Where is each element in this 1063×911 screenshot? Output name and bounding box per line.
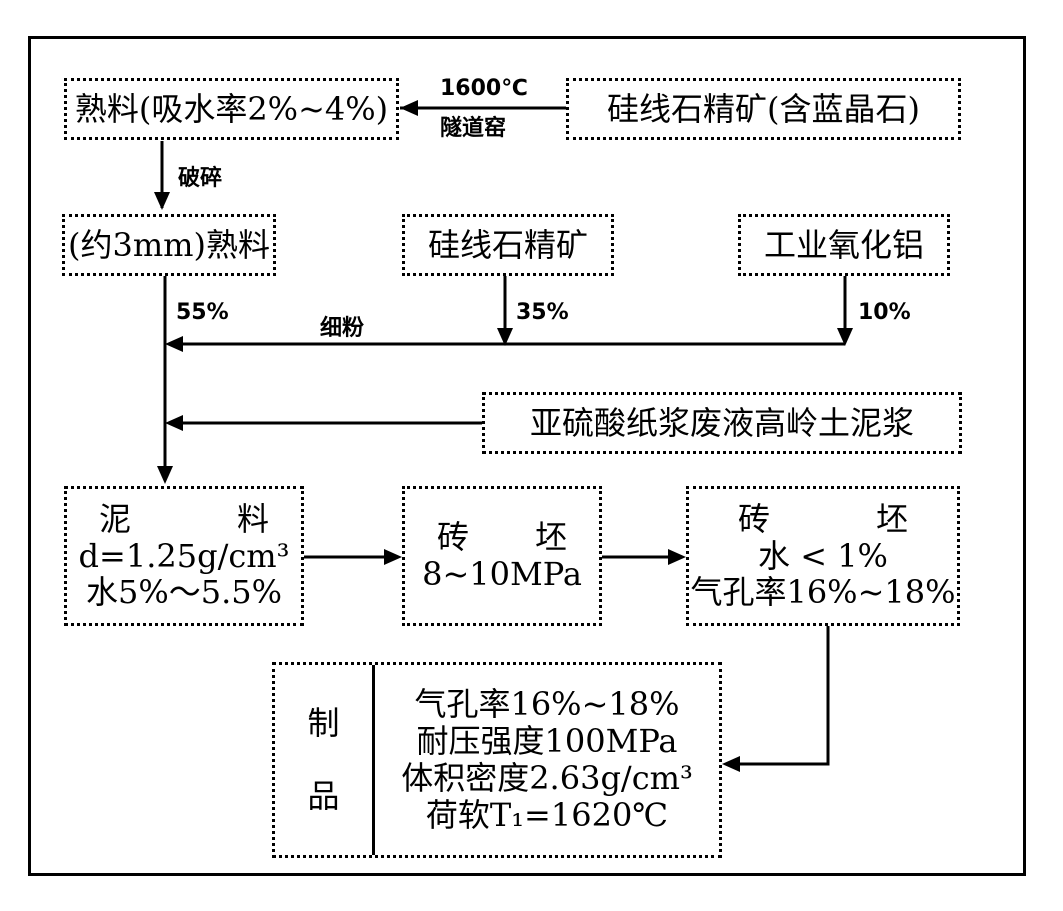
slurry-box: 亚硫酸纸浆废液高岭土泥浆 xyxy=(482,392,962,454)
crushed-clinker-text: (约3mm)熟料 xyxy=(67,225,271,264)
product-label-b: 品 xyxy=(307,777,340,816)
green-brick-title-a: 砖 xyxy=(437,518,470,557)
pct-sillimanite-label: 35% xyxy=(516,300,569,325)
product-softening: 荷软T₁=1620℃ xyxy=(425,795,669,834)
pct-clinker-label: 55% xyxy=(176,300,229,325)
product-label-cell: 制 品 xyxy=(275,665,375,855)
sillimanite-kyanite-box: 硅线石精矿(含蓝晶石) xyxy=(566,78,961,140)
clinker-text: 熟料(吸水率2%~4%) xyxy=(74,89,389,128)
dried-brick-title-a: 砖 xyxy=(738,499,771,538)
dried-brick-box: 砖 坯 水 < 1% 气孔率16%~18% xyxy=(686,486,960,626)
product-props: 气孔率16%~18% 耐压强度100MPa 体积密度2.63g/cm³ 荷软T₁… xyxy=(375,665,719,855)
arrowhead-main xyxy=(157,466,173,484)
mud-density: d=1.25g/cm³ xyxy=(78,536,290,575)
slurry-text: 亚硫酸纸浆废液高岭土泥浆 xyxy=(529,403,914,442)
arrowhead-kiln xyxy=(400,100,418,116)
arrowhead-green-dried xyxy=(668,549,686,565)
arrowhead-fine-powder xyxy=(165,336,183,352)
clinker-box: 熟料(吸水率2%~4%) xyxy=(64,78,399,140)
dried-brick-water: 水 < 1% xyxy=(758,536,888,575)
product-box: 制 品 气孔率16%~18% 耐压强度100MPa 体积密度2.63g/cm³ … xyxy=(272,662,722,858)
pct-alumina-label: 10% xyxy=(858,300,911,325)
product-label-a: 制 xyxy=(307,704,340,743)
sillimanite-box: 硅线石精矿 xyxy=(402,214,614,276)
arrowhead-product xyxy=(722,756,740,772)
green-brick-pressure: 8~10MPa xyxy=(422,555,582,593)
mud-title-a: 泥 xyxy=(99,499,132,538)
product-porosity: 气孔率16%~18% xyxy=(414,685,680,724)
green-brick-box: 砖 坯 8~10MPa xyxy=(402,486,602,626)
tunnel-kiln-label: 隧道窑 xyxy=(440,116,507,141)
green-brick-title: 砖 坯 xyxy=(437,519,567,556)
arrowhead-mud-green xyxy=(384,549,402,565)
mud-title: 泥 料 xyxy=(99,499,269,538)
arrowhead-crush xyxy=(154,192,170,210)
crush-label: 破碎 xyxy=(178,166,223,191)
mud-box: 泥 料 d=1.25g/cm³ 水5%～5.5% xyxy=(64,486,304,626)
arrowhead-sillimanite xyxy=(497,328,513,346)
sillimanite-kyanite-text: 硅线石精矿(含蓝晶石) xyxy=(607,89,920,128)
product-density: 体积密度2.63g/cm³ xyxy=(401,759,693,797)
arrowhead-alumina xyxy=(837,328,853,346)
crushed-clinker-box: (约3mm)熟料 xyxy=(62,214,276,276)
dried-to-product-line xyxy=(738,626,830,766)
alumina-text: 工业氧化铝 xyxy=(763,225,924,264)
mud-water: 水5%～5.5% xyxy=(85,573,283,612)
green-brick-title-b: 坯 xyxy=(534,518,567,557)
dried-brick-porosity: 气孔率16%~18% xyxy=(690,573,956,612)
product-strength: 耐压强度100MPa xyxy=(416,722,678,761)
diagram-frame xyxy=(28,36,1026,876)
dried-brick-title-b: 坯 xyxy=(875,499,908,538)
temperature-label: 1600℃ xyxy=(440,76,528,101)
sillimanite-text: 硅线石精矿 xyxy=(427,225,588,264)
dried-brick-title: 砖 坯 xyxy=(738,499,908,538)
mud-title-b: 料 xyxy=(236,499,269,538)
arrowhead-slurry xyxy=(165,415,183,431)
alumina-box: 工业氧化铝 xyxy=(738,214,950,276)
fine-powder-label: 细粉 xyxy=(320,316,365,341)
